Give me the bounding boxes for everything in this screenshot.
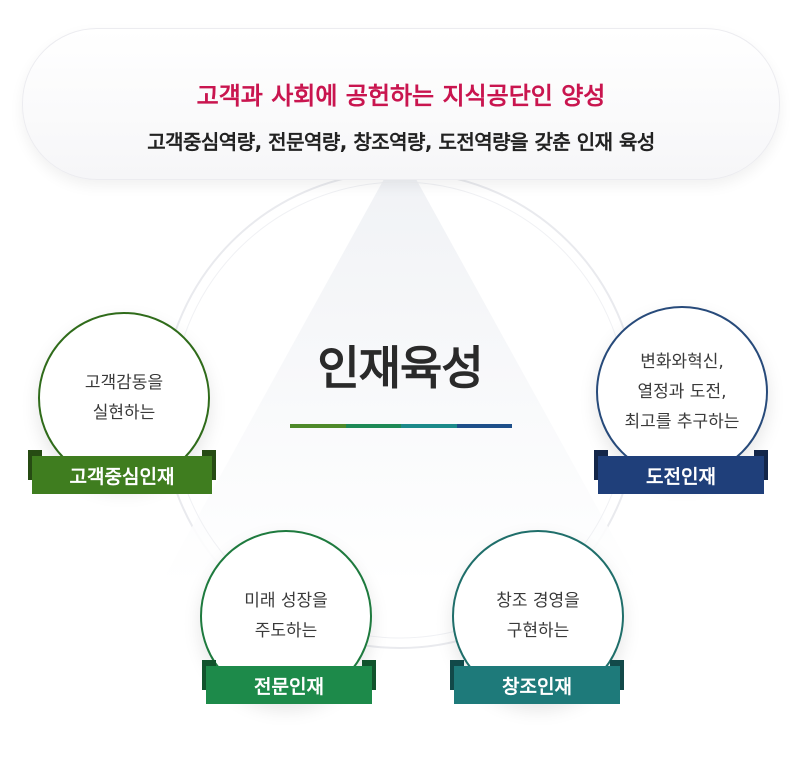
underline-segment — [456, 424, 512, 428]
node-label: 도전인재 — [598, 456, 764, 494]
node-description: 미래 성장을 주도하는 — [244, 591, 328, 641]
node-label: 고객중심인재 — [32, 456, 212, 494]
header-banner: 고객과 사회에 공헌하는 지식공단인 양성 고객중심역량, 전문역량, 창조역량… — [22, 28, 780, 180]
node-description: 창조 경영을 구현하는 — [496, 591, 580, 641]
underline-segment — [290, 424, 346, 428]
underline-segment — [401, 424, 457, 428]
node-description: 고객감동을 실현하는 — [84, 373, 164, 423]
node-description: 변화와혁신, 열정과 도전, 최고를 추구하는 — [624, 352, 740, 432]
node-ribbon: 고객중심인재 — [28, 450, 216, 494]
center-underline — [290, 424, 512, 428]
underline-segment — [345, 424, 401, 428]
triangle-shape — [160, 150, 640, 585]
node-circle: 고객감동을 실현하는 — [38, 312, 210, 484]
node-ribbon: 전문인재 — [202, 660, 376, 704]
header-title: 고객과 사회에 공헌하는 지식공단인 양성 — [196, 82, 606, 110]
node-label: 전문인재 — [206, 666, 372, 704]
node-label: 창조인재 — [454, 666, 620, 704]
node-ribbon: 창조인재 — [450, 660, 624, 704]
node-circle: 변화와혁신, 열정과 도전, 최고를 추구하는 — [596, 306, 768, 478]
header-subtitle: 고객중심역량, 전문역량, 창조역량, 도전역량을 갖춘 인재 육성 — [147, 130, 655, 154]
node-ribbon: 도전인재 — [594, 450, 768, 494]
center-title: 인재육성 — [317, 341, 483, 395]
